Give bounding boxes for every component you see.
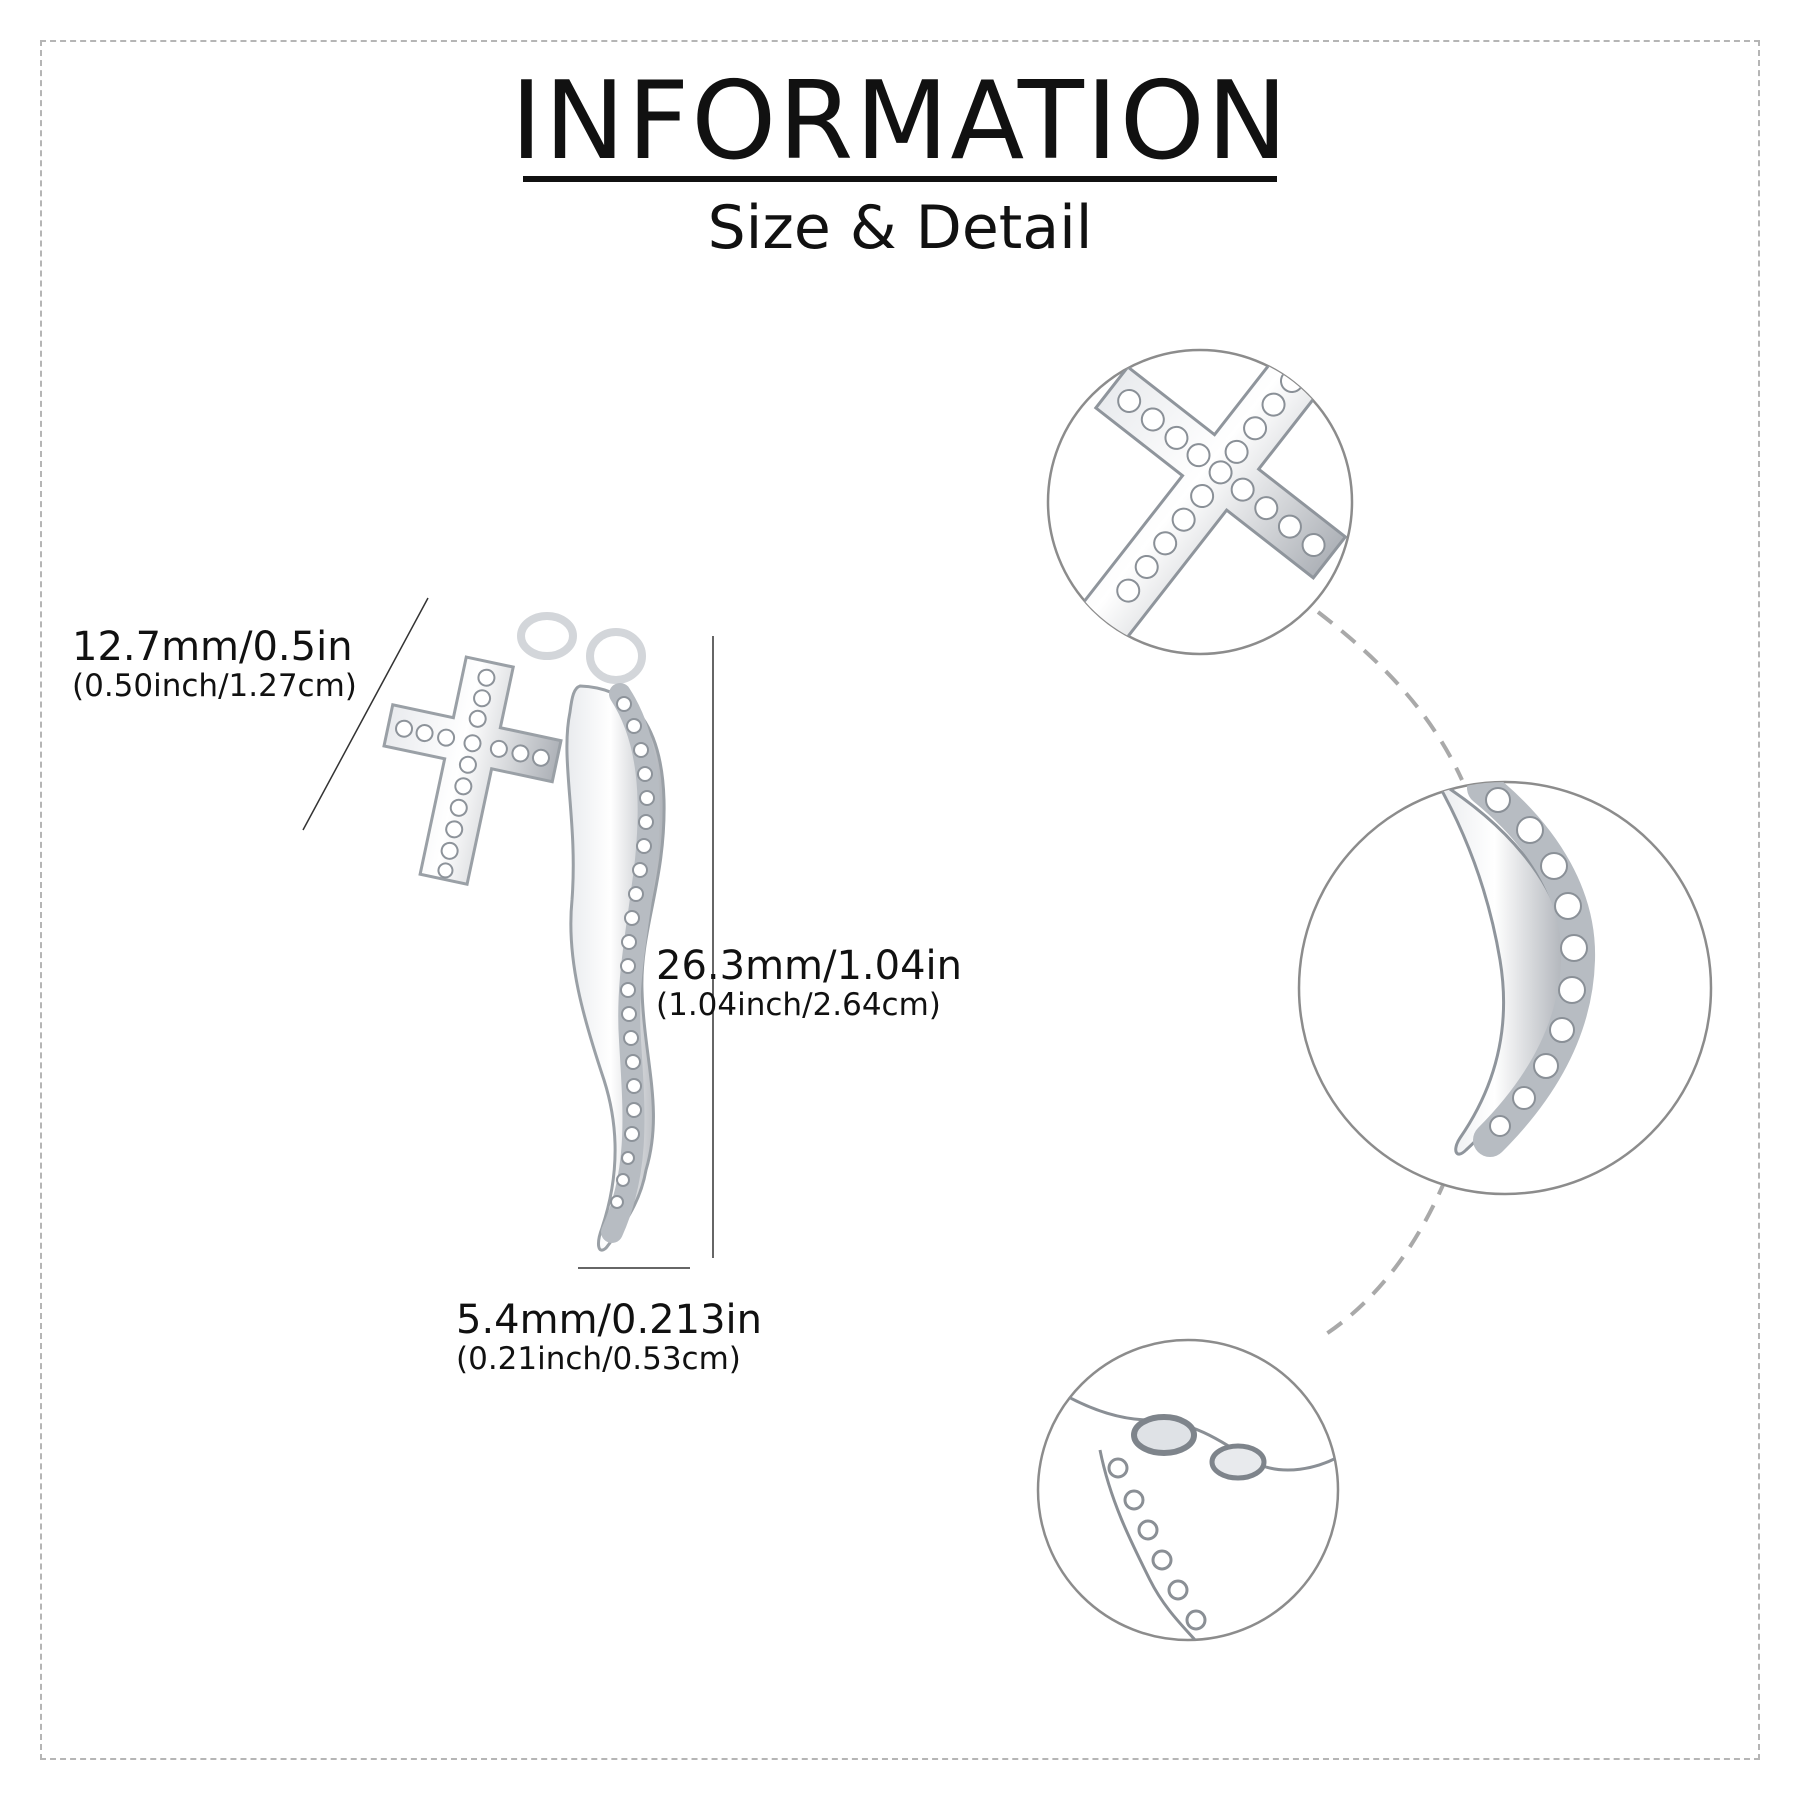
detail-circle-cross <box>1046 345 1354 656</box>
dashed-frame <box>40 40 1760 1760</box>
horn-height-mm: 26.3mm/1.04in <box>656 943 962 989</box>
page-subtitle: Size & Detail <box>707 193 1093 263</box>
bail-rings <box>517 612 646 684</box>
detail-connectors <box>1316 610 1464 1340</box>
measure-lines <box>302 597 714 1269</box>
cross-pendant <box>382 655 563 886</box>
horn-height-inch: (1.04inch/2.64cm) <box>656 987 941 1023</box>
connector-1 <box>1316 610 1464 781</box>
horn-width-inch: (0.21inch/0.53cm) <box>456 1341 741 1377</box>
cross-diagonal-measure-line <box>302 597 429 831</box>
detail-circle-horn <box>1297 780 1713 1196</box>
detail-circle-chain <box>1036 1338 1340 1642</box>
horn-height-label: 26.3mm/1.04in (1.04inch/2.64cm) <box>656 944 962 1022</box>
title-underline <box>523 176 1277 182</box>
cross-width-label: 12.7mm/0.5in (0.50inch/1.27cm) <box>72 625 357 703</box>
page-title: INFORMATION <box>510 59 1290 184</box>
cross-width-mm: 12.7mm/0.5in <box>72 624 353 670</box>
horn-pendant <box>565 683 666 1252</box>
horn-width-mm: 5.4mm/0.213in <box>456 1297 762 1343</box>
connector-2 <box>1318 1177 1448 1340</box>
cross-width-inch: (0.50inch/1.27cm) <box>72 668 357 704</box>
horn-width-label: 5.4mm/0.213in (0.21inch/0.53cm) <box>456 1298 762 1376</box>
